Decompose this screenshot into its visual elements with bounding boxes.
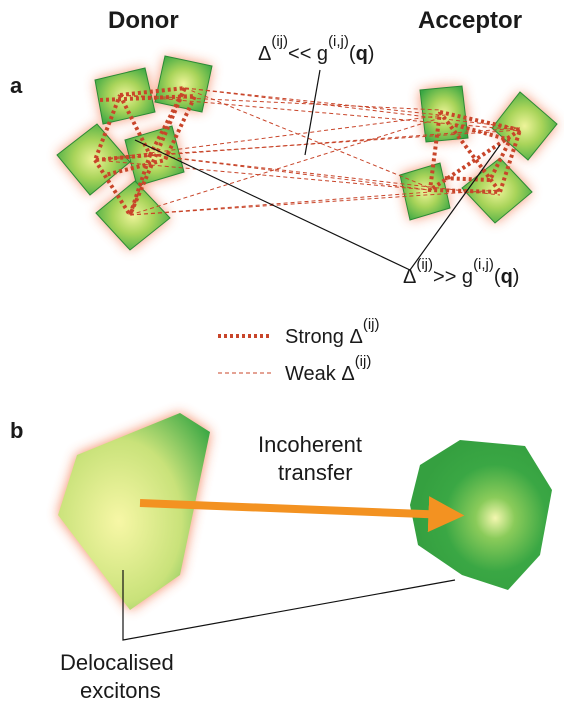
q-vector: q [356, 43, 368, 65]
donor-chromophore-cluster [56, 55, 213, 251]
legend-weak-label: Weak Δ(ij) [285, 353, 371, 385]
delta-superscript: (ij) [271, 33, 288, 50]
g-superscript: (i,j) [328, 33, 349, 50]
annotation-pointer-lines [134, 69, 501, 271]
acceptor-chromophore-cluster [399, 85, 558, 224]
relation-text: >> g [433, 266, 473, 288]
caption-line2: excitons [80, 678, 161, 703]
acceptor-chromophore [399, 162, 451, 221]
donor-chromophore [95, 180, 171, 251]
delta-superscript: (ij) [416, 256, 433, 273]
q-vector: q [501, 266, 513, 288]
panel-b-letter: b [10, 418, 23, 443]
donor-aggregate [58, 413, 210, 610]
caption-line1: Delocalised [60, 650, 174, 675]
relation-text: << g [288, 43, 328, 65]
arrow-label-line2: transfer [278, 460, 353, 485]
delta-symbol: Δ [258, 43, 271, 65]
weak-coupling-annotation: Δ(ij)<< g(i,j)(q) [258, 33, 374, 65]
acceptor-chromophore [419, 85, 469, 143]
delta-symbol: Δ [403, 266, 416, 288]
legend-strong-label: Strong Δ(ij) [285, 316, 380, 348]
caption-pointer-line [122, 570, 456, 641]
donor-chromophore [56, 123, 131, 196]
donor-label: Donor [108, 7, 179, 34]
arrow-label-line1: Incoherent [258, 432, 362, 457]
acceptor-aggregate [410, 440, 552, 590]
acceptor-label: Acceptor [418, 7, 522, 34]
donor-chromophore [154, 55, 213, 113]
strong-coupling-annotation: Δ(ij)>> g(i,j)(q) [403, 256, 519, 288]
legend: Strong Δ(ij) Weak Δ(ij) [218, 316, 380, 385]
g-superscript: (i,j) [473, 256, 494, 273]
donor-chromophore [94, 67, 156, 125]
acceptor-chromophore [491, 91, 558, 161]
incoherent-transfer-arrow [139, 496, 465, 533]
panel-a-letter: a [10, 73, 23, 98]
